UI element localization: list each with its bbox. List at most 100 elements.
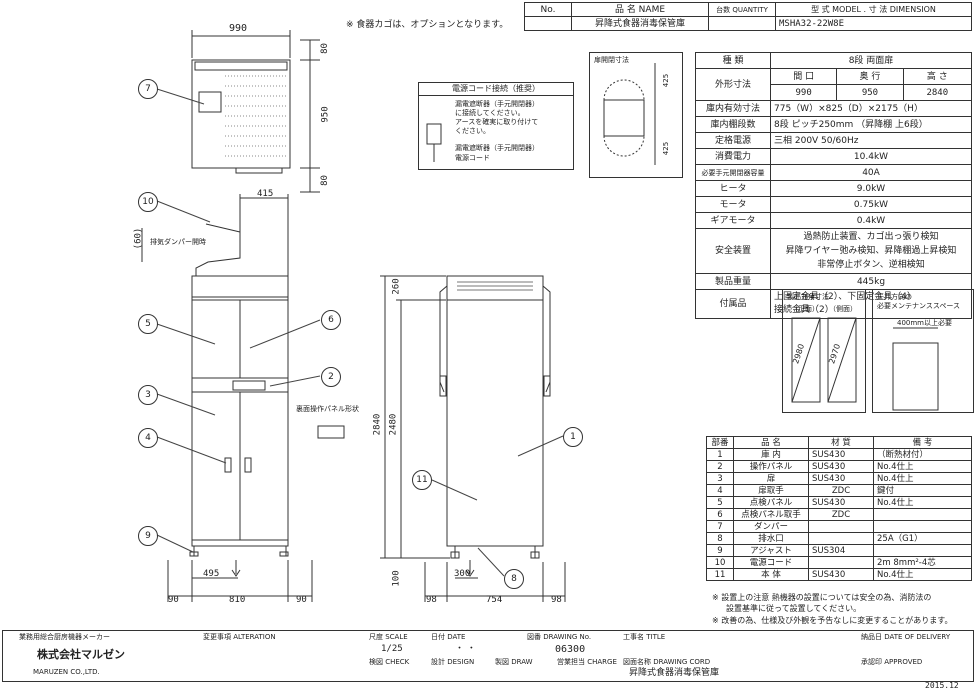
company-english: MARUZEN CO.,LTD. — [33, 668, 100, 676]
part-note: No.4仕上 — [873, 496, 972, 509]
product-name: 昇降式食器消毒保管庫 — [571, 16, 709, 31]
spec-value: 三相 200V 50/60Hz — [770, 132, 972, 149]
outer-depth: 950 — [836, 84, 904, 101]
dim-top-width: 990 — [229, 23, 248, 34]
spec-value: 9.0kW — [770, 180, 972, 197]
header-table: No. 品 名 NAME 台数 QUANTITY 型 式 MODEL . 寸 法… — [524, 2, 972, 31]
dim-top-d2: 950 — [320, 106, 331, 123]
model-label: 型 式 MODEL . 寸 法 DIMENSION — [775, 2, 972, 17]
part-no: 1 — [706, 448, 734, 461]
part-material: SUS304 — [808, 544, 874, 557]
part-material: SUS430 — [808, 448, 874, 461]
door-swing-dim: 425 — [662, 141, 671, 156]
breaker-label: 漏電遮断器（手元開閉器） — [455, 144, 539, 152]
power-line: アースを確実に取り付けて — [455, 118, 539, 126]
part-name: 庫 内 — [733, 448, 809, 461]
part-no: 4 — [706, 484, 734, 497]
part-material: SUS430 — [808, 460, 874, 473]
company-tagline: 業務用総合厨房機器メーカー — [19, 633, 110, 641]
part-material: SUS430 — [808, 472, 874, 485]
rear-panel-label: 裏面操作パネル形状 — [296, 405, 359, 413]
spec-key: 庫内有効寸法 — [695, 100, 771, 117]
safety-line: 非常停止ボタン、逆相検知 — [817, 260, 925, 270]
part-note: 2m 8mm²-4芯 — [873, 556, 972, 569]
side-view — [380, 275, 566, 602]
dim-90b: 90 — [296, 595, 307, 605]
balloon-1: 1 — [563, 427, 583, 447]
model-number: MSHA32-22W8E — [775, 16, 972, 31]
spec-key: 定格電源 — [695, 132, 771, 149]
power-line: ください。 — [455, 127, 490, 135]
dim-2840: 2840 — [372, 413, 383, 436]
spec-key: 消費電力 — [695, 148, 771, 165]
dim-100: 100 — [391, 570, 402, 587]
safety-devices: 過熱防止装置、カゴ出っ張り検知 昇降ワイヤー弛み検知、昇降棚過上昇検知 非常停止… — [770, 228, 972, 274]
spec-key: 安全装置 — [695, 228, 771, 274]
balloon-2: 2 — [321, 367, 341, 387]
drawing-no: 06300 — [555, 644, 586, 655]
part-no: 2 — [706, 460, 734, 473]
date-value: ・ ・ — [455, 644, 476, 654]
part-name: 扉取手 — [733, 484, 809, 497]
part-no: 11 — [706, 568, 734, 581]
diagonal-size-title: 製品対角寸法 — [787, 293, 829, 301]
spec-value: 8段 ピッチ250mm （昇降棚 上6段） — [770, 116, 972, 133]
dim-495: 495 — [203, 569, 220, 579]
spec-value: 0.75kW — [770, 196, 972, 213]
drawing-name: 昇降式食器消毒保管庫 — [629, 668, 720, 678]
part-note — [873, 520, 972, 533]
part-name: 点検パネル — [733, 496, 809, 509]
title-block: 業務用総合厨房機器メーカー 株式会社マルゼン MARUZEN CO.,LTD. … — [2, 630, 974, 682]
parts-header: 材 質 — [808, 436, 874, 449]
title-label: 工事名 TITLE — [623, 633, 666, 641]
charge-label: 営業担当 CHARGE — [557, 658, 617, 666]
outer-height-header: 高 さ — [902, 68, 973, 85]
change-note: ※ 改善の為、仕様及び外観を予告なしに変更することがあります。 — [712, 616, 953, 625]
part-note — [873, 544, 972, 557]
spec-value: 775（W）×825（D）×2175（H） — [770, 100, 972, 117]
power-line: に接続してください。 — [455, 109, 525, 117]
install-note-1: ※ 設置上の注意 熱機器の設置については安全の為、消防法の — [712, 593, 932, 602]
dim-415: 415 — [257, 189, 274, 199]
maint-dim: 400mm以上必要 — [897, 319, 952, 327]
part-name: 電源コード — [733, 556, 809, 569]
qty-label: 台数 QUANTITY — [708, 2, 776, 17]
basket-option-note: ※ 食器カゴは、オプションとなります。 — [346, 20, 509, 30]
part-name: 排水口 — [733, 532, 809, 545]
door-swing-dim: 425 — [662, 73, 671, 88]
part-note — [873, 508, 972, 521]
front-view — [141, 194, 313, 602]
drawing-name-label: 図面名称 DRAWING CORD — [623, 658, 711, 666]
dim-60: (60) — [133, 227, 144, 250]
part-material — [808, 520, 874, 533]
part-name: 点検パネル取手 — [733, 508, 809, 521]
balloon-11: 11 — [412, 470, 432, 490]
part-material: SUS430 — [808, 568, 874, 581]
dim-810: 810 — [229, 595, 246, 605]
part-material — [808, 532, 874, 545]
dim-top-d3: 80 — [319, 175, 330, 186]
diagonal-size-box: 製品対角寸法 （正面） （側面） 2980 2970 — [782, 289, 866, 413]
outer-depth-header: 奥 行 — [836, 68, 904, 85]
outer-width: 990 — [769, 84, 838, 101]
power-box-title: 電源コード接続（推奨） — [419, 83, 573, 96]
balloon-9: 9 — [138, 526, 158, 546]
part-name: 扉 — [733, 472, 809, 485]
part-name: ダンパー — [733, 520, 809, 533]
part-no: 8 — [706, 532, 734, 545]
diagonal-side-dim: 2970 — [827, 342, 843, 365]
cord-label: 電源コード — [455, 154, 490, 162]
delivery-label: 納品日 DATE OF DELIVERY — [861, 633, 951, 641]
scale-label: 尺度 SCALE — [369, 633, 408, 641]
dim-98b: 98 — [551, 595, 562, 605]
scale-value: 1/25 — [381, 644, 403, 654]
power-line: 漏電遮断器（手元開閉器） — [455, 100, 539, 108]
